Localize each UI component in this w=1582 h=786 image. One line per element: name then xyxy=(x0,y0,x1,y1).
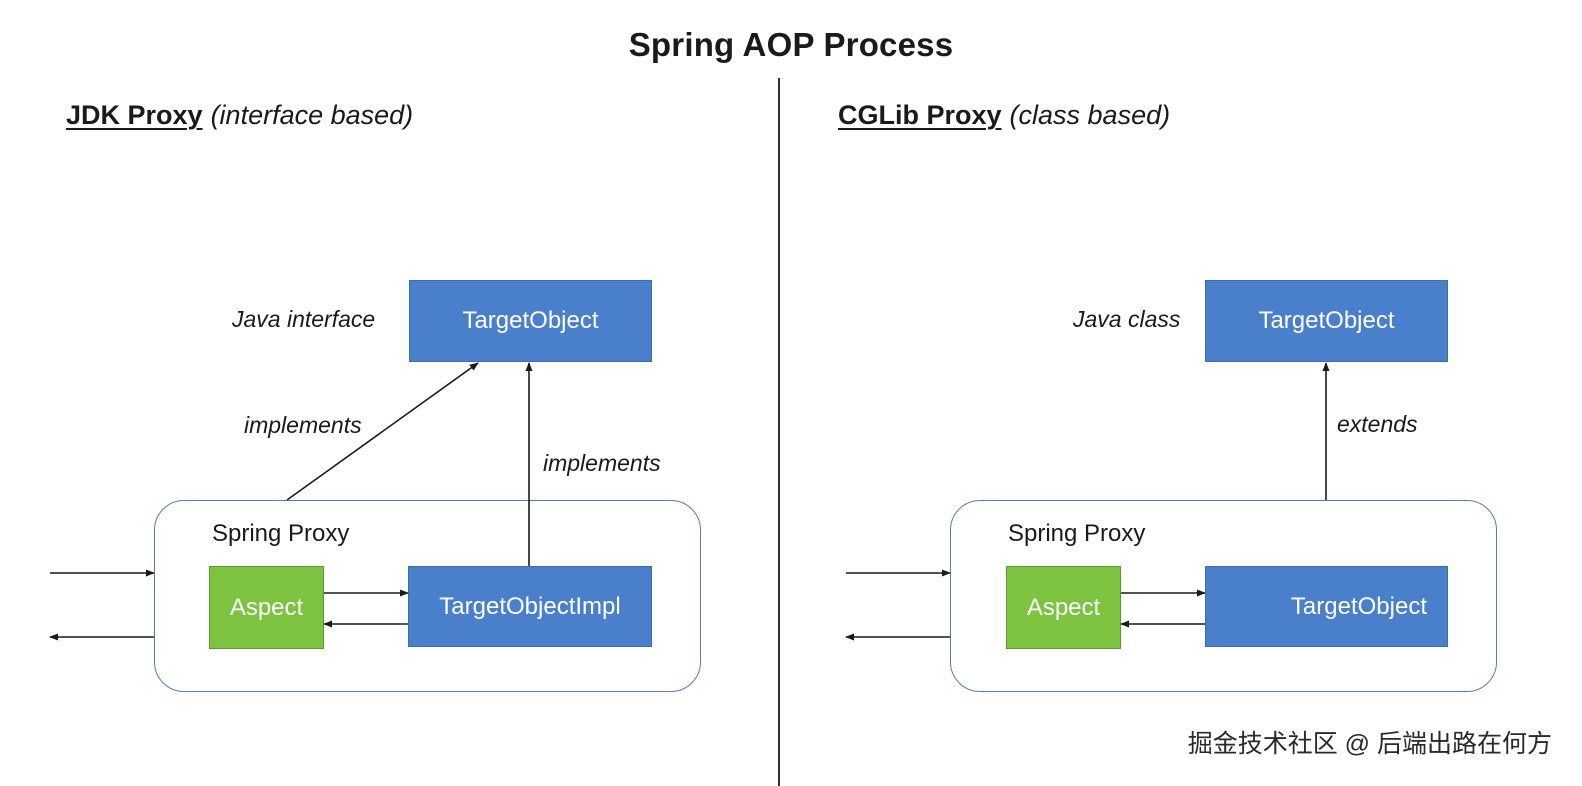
jdk-aspect-box: Aspect xyxy=(209,566,324,649)
jdk-proxy-heading-note: (interface based) xyxy=(210,100,414,130)
cglib-proxy-heading-note: (class based) xyxy=(1009,100,1171,130)
section-divider xyxy=(778,78,780,786)
jdk-target-object-box: TargetObject xyxy=(409,280,652,362)
java-class-caption: Java class xyxy=(1073,306,1181,332)
watermark-text: 掘金技术社区 @ 后端出路在何方 xyxy=(1187,730,1552,758)
java-interface-caption: Java interface xyxy=(232,306,376,332)
jdk-proxy-heading-name: JDK Proxy xyxy=(66,100,203,130)
cglib-proxy-heading-name: CGLib Proxy xyxy=(838,100,1002,130)
jdk-implements-left-label: implements xyxy=(244,412,362,438)
jdk-spring-proxy-label: Spring Proxy xyxy=(212,520,350,547)
cglib-aspect-box: Aspect xyxy=(1006,566,1121,649)
jdk-implements-right-label: implements xyxy=(543,450,661,476)
page-title: Spring AOP Process xyxy=(628,26,954,63)
target-object-impl-box: TargetObjectImpl xyxy=(408,566,652,647)
jdk-proxy-heading: JDK Proxy(interface based) xyxy=(66,100,413,131)
cglib-inner-target-object-box: TargetObject xyxy=(1205,566,1448,647)
cglib-proxy-heading: CGLib Proxy(class based) xyxy=(838,100,1170,131)
cglib-target-object-box: TargetObject xyxy=(1205,280,1448,362)
cglib-spring-proxy-label: Spring Proxy xyxy=(1008,520,1146,547)
cglib-extends-label: extends xyxy=(1337,411,1418,437)
